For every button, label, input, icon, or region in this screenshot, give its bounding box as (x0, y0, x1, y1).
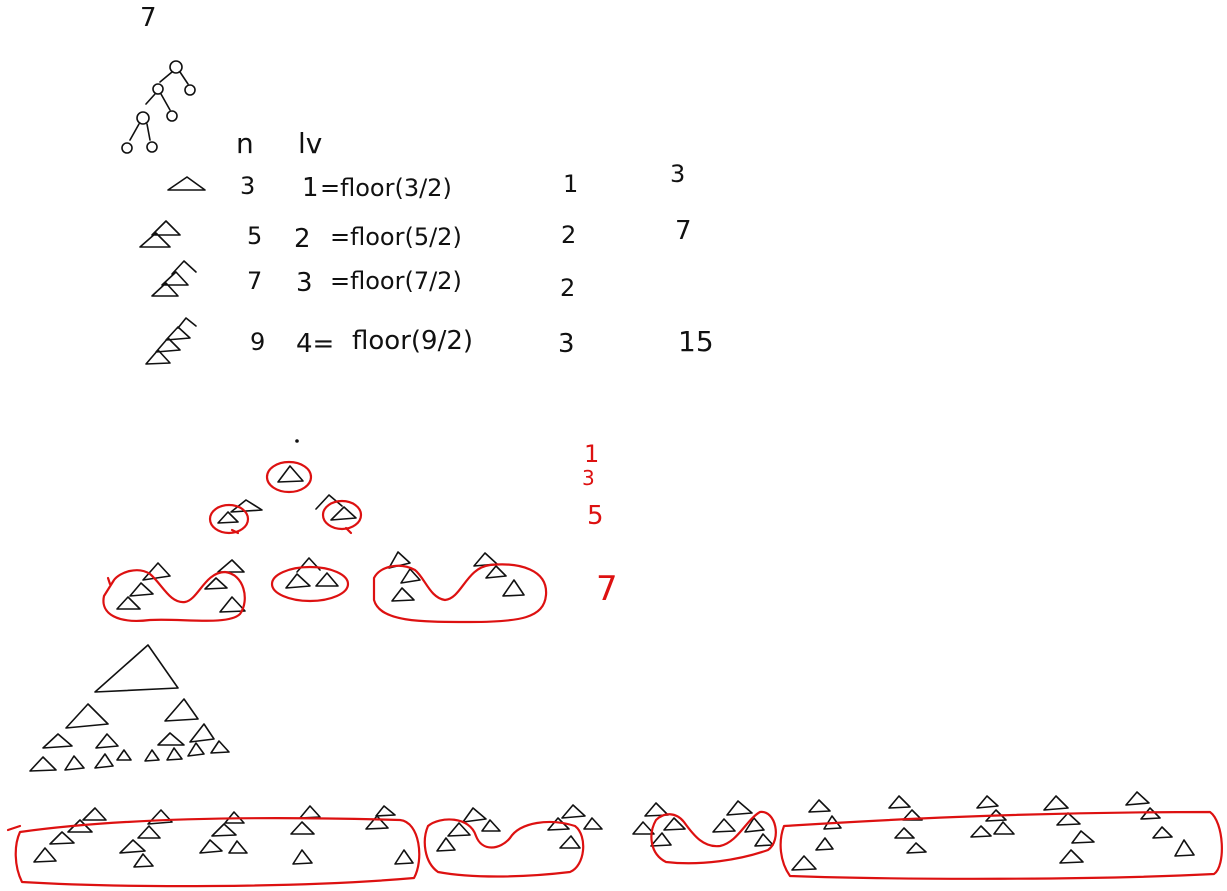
row-col3: 3 (558, 329, 575, 359)
table-row: 5 2 =floor(5/2) 2 7 (139, 216, 692, 254)
red-number: 7 (596, 569, 618, 609)
row-col4: 15 (678, 325, 714, 358)
red-number: 5 (587, 501, 604, 531)
row-formula: =floor(7/2) (330, 267, 462, 295)
red-number: 3 (582, 466, 595, 490)
red-annotation-loops (102, 460, 548, 624)
table-row: 3 1 =floor(3/2) 1 3 (167, 160, 685, 203)
header-lv: lv (298, 127, 322, 160)
row-col3: 2 (561, 221, 576, 249)
row-n: 9 (250, 328, 265, 356)
triangle-stack-icon (145, 317, 197, 365)
bottom-red-loops (6, 810, 1223, 888)
top-label: 7 (140, 3, 157, 33)
row-formula: =floor(3/2) (320, 174, 452, 202)
triangle-stack-icon (139, 220, 181, 248)
binary-tree-sketch (121, 60, 196, 154)
row-n: 7 (247, 267, 262, 295)
row-n: 5 (247, 222, 262, 250)
triangle-stack-icon (151, 260, 197, 297)
row-n: 3 (240, 172, 255, 200)
table-row: 7 3 =floor(7/2) 2 (151, 260, 575, 302)
table-row: 9 4= floor(9/2) 3 15 (145, 317, 714, 365)
row-col3: 1 (563, 170, 578, 198)
large-triangle-tree (29, 644, 230, 772)
row-lv: 2 (294, 224, 311, 254)
header-n: n (236, 127, 254, 160)
row-lv: 4= (296, 329, 334, 359)
row-col3: 2 (560, 274, 575, 302)
row-col4: 3 (670, 160, 685, 188)
red-number: 1 (584, 440, 599, 468)
row-lv: 1 (302, 173, 319, 203)
row-col4: 7 (675, 216, 692, 246)
row-lv: 3 (296, 268, 313, 298)
row-formula: =floor(5/2) (330, 223, 462, 251)
row-formula: floor(9/2) (352, 326, 473, 356)
triangle-icon (167, 176, 206, 191)
bottom-triangle-groups (33, 791, 1195, 871)
